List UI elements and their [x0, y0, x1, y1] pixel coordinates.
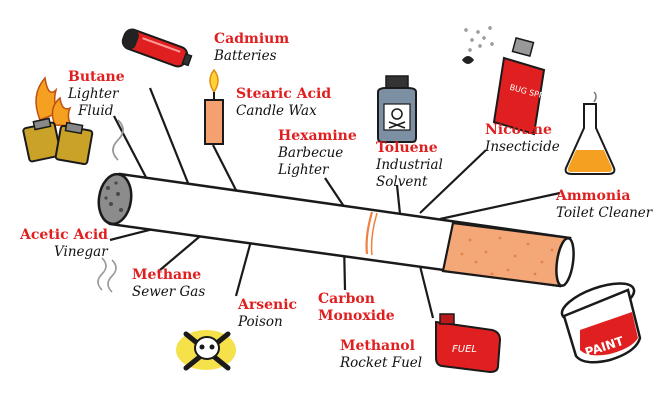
chemical-name: Acetic Acid [20, 227, 108, 243]
label-hexamine: Hexamine Barbecue Lighter [278, 128, 357, 179]
chemical-name: Butane [68, 69, 125, 85]
common-use: Batteries [214, 48, 277, 64]
flask-icon [564, 91, 616, 175]
label-toluene: Toluene Industrial Solvent [376, 140, 443, 191]
ash-texture [104, 181, 123, 212]
common-use: Industrial [376, 157, 443, 173]
common-use-line2: Solvent [376, 174, 428, 190]
chemical-name: Carbon [318, 291, 375, 307]
common-use: Vinegar [54, 244, 108, 260]
common-use: Candle Wax [236, 103, 317, 119]
label-arsenic: Arsenic Poison [238, 297, 297, 331]
skull-poison-icon [176, 330, 236, 371]
fuel-can-icon: FUEL [435, 313, 502, 374]
lighter-icon [22, 76, 94, 166]
label-ammonia: Ammonia Toilet Cleaner [556, 188, 652, 222]
smoke-wisp [97, 257, 107, 291]
chemical-name: Nicotine [485, 122, 552, 138]
common-use-line2: Lighter [278, 162, 329, 178]
label-nicotine: Nicotine Insecticide [485, 122, 560, 156]
chemical-name: Cadmium [214, 31, 290, 47]
label-stearic-acid: Stearic Acid Candle Wax [236, 86, 331, 120]
common-use: Sewer Gas [132, 284, 206, 300]
common-use: Barbecue [278, 145, 344, 161]
fuel-can-label: FUEL [452, 344, 477, 355]
chemical-name: Arsenic [238, 297, 298, 313]
chemical-name: Ammonia [556, 188, 631, 204]
tipping-band [365, 211, 374, 255]
chemical-name-line2: Monoxide [318, 308, 395, 324]
label-acetic-acid: Acetic Acid Vinegar [20, 227, 108, 261]
common-use: Lighter [68, 86, 119, 102]
common-use: Toilet Cleaner [556, 205, 653, 221]
chemical-name: Toluene [376, 140, 438, 156]
common-use: Rocket Fuel [340, 355, 423, 371]
battery-icon [121, 28, 193, 68]
solvent-bottle-icon [377, 75, 417, 143]
cigarette-mouth-end [555, 236, 575, 288]
candle-icon [204, 68, 224, 145]
label-carbon-monoxide: Carbon Monoxide [318, 291, 395, 325]
smoke-wisp [112, 119, 124, 161]
common-use: Poison [238, 314, 283, 330]
chemical-name: Stearic Acid [236, 86, 332, 102]
chemical-name: Methanol [340, 338, 415, 354]
label-methane: Methane Sewer Gas [132, 267, 205, 301]
paint-can-icon: PAINT [560, 282, 642, 364]
label-cadmium: Cadmium Batteries [214, 31, 289, 65]
chemical-name: Methane [132, 267, 202, 283]
cigarette [97, 119, 575, 293]
common-use: Insecticide [485, 139, 560, 155]
common-use-line2: Fluid [78, 103, 114, 119]
label-butane: Butane Lighter Fluid [68, 69, 125, 120]
filter-speckles [460, 236, 554, 276]
chemical-name: Hexamine [278, 128, 357, 144]
label-methanol: Methanol Rocket Fuel [340, 338, 422, 372]
bug-spray-icon: BUG SPRAY [462, 26, 554, 136]
